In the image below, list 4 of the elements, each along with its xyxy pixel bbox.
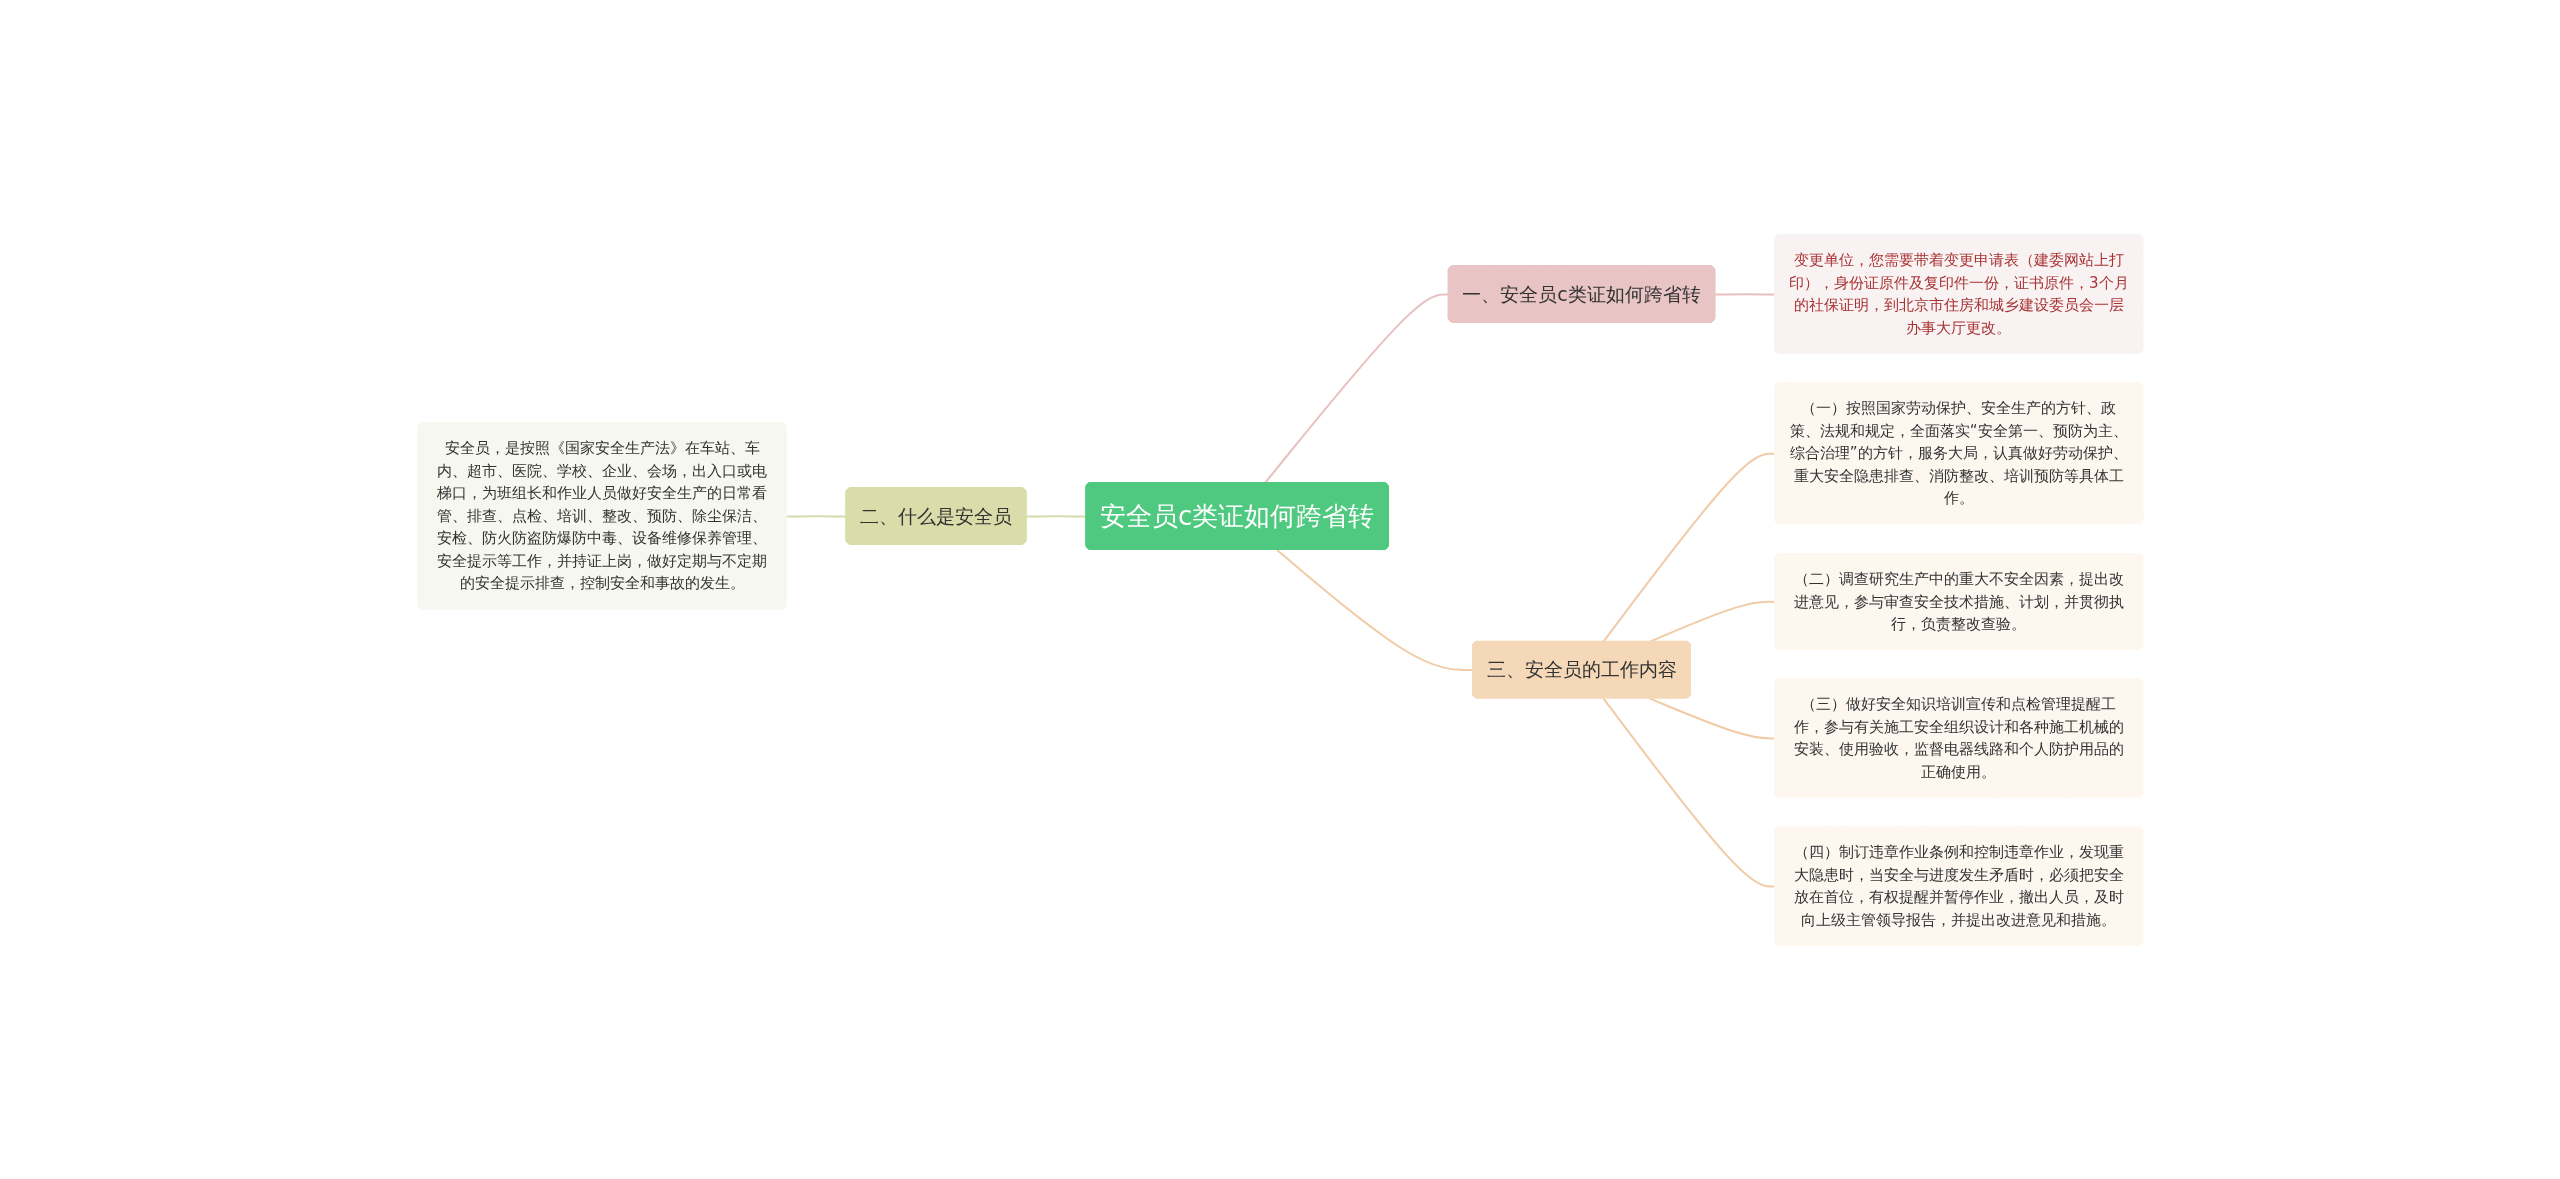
connector — [1601, 696, 1776, 887]
connector — [1713, 292, 1776, 295]
connector — [1275, 548, 1474, 671]
connector — [1648, 696, 1776, 739]
